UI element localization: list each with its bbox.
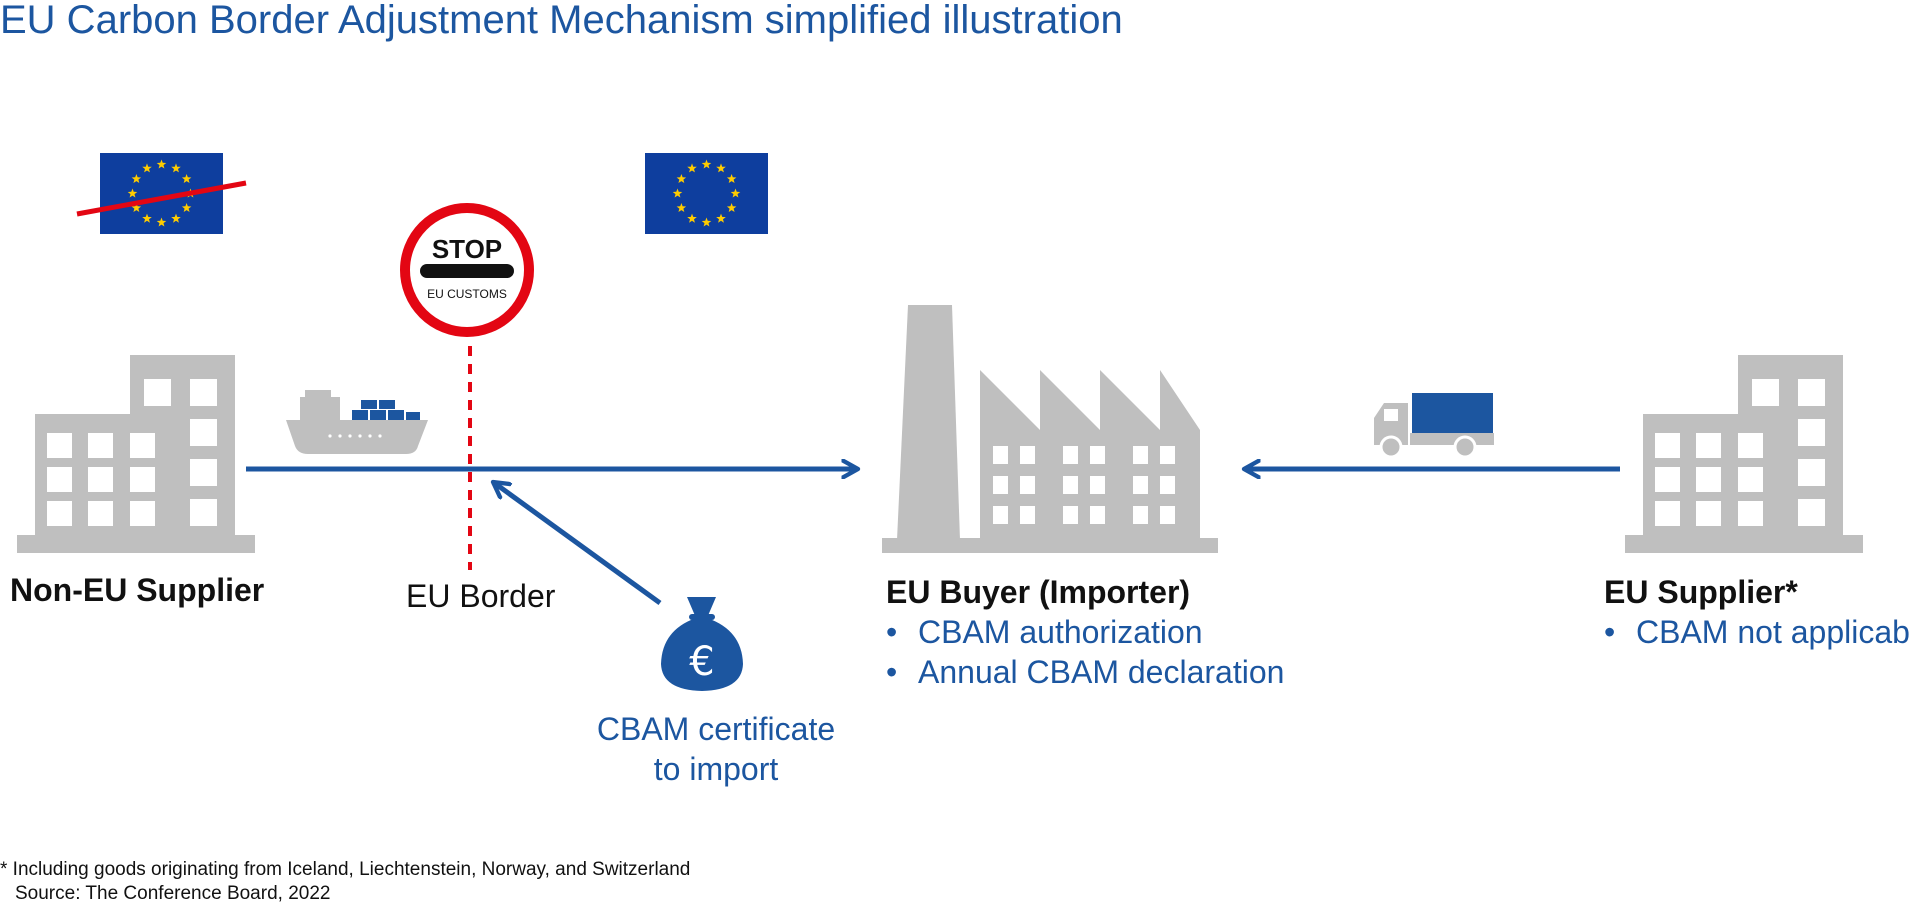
flag-star-icon [676,174,687,183]
flag-star-icon [156,159,167,169]
eu-flag-icon-crossed [76,153,247,234]
eu-supplier-bullet: CBAM not applicab [1604,612,1923,652]
money-bag-euro-icon: € [661,597,743,691]
stop-sign-icon: STOP EU CUSTOMS [400,203,534,337]
flag-star-icon [131,203,142,212]
flag-star-icon [676,203,687,212]
certificate-label-line2: to import [653,751,779,787]
euro-symbol: € [689,639,714,685]
eu-buyer-label: EU Buyer (Importer) [886,574,1191,610]
flag-star-icon [726,174,737,183]
flag-star-icon [142,213,152,223]
truck-icon [1374,393,1494,459]
flag-star-icon [687,163,697,173]
office-building-icon [1625,355,1863,553]
flag-star-icon [181,174,192,183]
eu-buyer-block: EU Buyer (Importer) CBAM authorization A… [886,572,1284,692]
flag-star-icon [716,163,726,173]
flag-star-icon [156,217,167,227]
eu-flag-icon [645,153,768,234]
eu-buyer-bullet: Annual CBAM declaration [886,652,1284,692]
eu-border-label: EU Border [406,578,556,614]
office-building-icon [17,355,255,553]
flag-star-icon [730,188,741,198]
flag-star-icon [181,203,192,212]
page-title: EU Carbon Border Adjustment Mechanism si… [0,0,1123,42]
flag-star-icon [127,188,138,198]
flag-star-icon [142,163,152,173]
flag-star-icon [131,174,142,183]
flag-star-icon [687,213,697,223]
flag-star-icon [701,217,712,227]
certificate-label-line1: CBAM certificate [596,711,836,747]
flag-star-icon [171,213,181,223]
flag-star-icon [672,188,683,198]
eu-buyer-bullet: CBAM authorization [886,612,1284,652]
flag-star-icon [171,163,181,173]
footnote: * Including goods originating from Icela… [0,859,691,880]
flag-star-icon [716,213,726,223]
cargo-ship-icon [286,390,428,454]
stop-word: STOP [432,234,502,264]
factory-icon [882,305,1218,553]
flag-star-icon [726,203,737,212]
source-note: Source: The Conference Board, 2022 [15,883,331,904]
flag-star-icon [701,159,712,169]
certificate-label: CBAM certificate to import [560,709,872,789]
certificate-arrow [493,482,662,606]
stop-subtext: EU CUSTOMS [427,287,507,301]
eu-supplier-label: EU Supplier* [1604,574,1798,610]
eu-supplier-block: EU Supplier* CBAM not applicab [1604,572,1923,652]
non-eu-supplier-label: Non-EU Supplier [10,572,265,608]
